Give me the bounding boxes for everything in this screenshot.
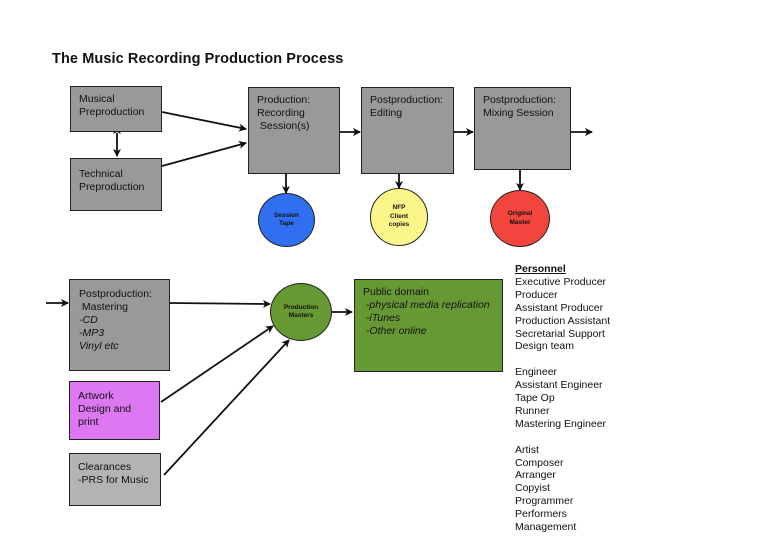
node-label: Master xyxy=(509,218,531,226)
box-label: Editing xyxy=(370,107,403,119)
personnel-item: Runner xyxy=(515,404,550,417)
box-label: Recording xyxy=(257,107,305,119)
node-label: Client xyxy=(389,212,409,220)
personnel-heading: Personnel xyxy=(515,263,566,275)
box-label: Preproduction xyxy=(79,106,145,118)
box-label: Preproduction xyxy=(79,181,145,193)
diagram-title: The Music Recording Production Process xyxy=(52,51,344,67)
arrow-artwork-to-production-masters xyxy=(160,325,274,403)
node-label: Tape xyxy=(279,220,294,227)
box-label: Mixing Session xyxy=(483,107,554,119)
mixing-session-box: Postproduction: Mixing Session xyxy=(474,87,571,170)
box-label-item: -Other online xyxy=(363,325,427,337)
box-label: Artwork xyxy=(78,390,114,402)
box-label: Mastering xyxy=(79,301,129,313)
personnel-item: Assistant Producer xyxy=(515,301,604,314)
personnel-item: Composer xyxy=(515,456,564,469)
personnel-item: Management xyxy=(515,521,577,534)
group-spacer xyxy=(515,353,610,366)
personnel-item: Arranger xyxy=(515,469,556,482)
box-label-item: -CD xyxy=(79,314,98,326)
personnel-item: Secretarial Support xyxy=(515,327,605,340)
personnel-item: Engineer xyxy=(515,366,558,379)
box-label: Clearances xyxy=(78,461,132,473)
editing-box: Postproduction: Editing xyxy=(361,87,454,174)
personnel-item: Artist xyxy=(515,443,539,456)
box-label: Postproduction: xyxy=(79,288,152,300)
artwork-box: Artwork Design and print xyxy=(69,381,160,440)
session-tape-node: Session Tape xyxy=(258,193,315,247)
node-label: copies xyxy=(388,221,410,229)
box-label: Session(s) xyxy=(257,120,310,132)
node-label: Production xyxy=(283,303,319,311)
technical-preproduction-box: Technical Preproduction xyxy=(70,158,162,211)
recording-session-box: Production: Recording Session(s) xyxy=(248,87,340,174)
personnel-item: Assistant Engineer xyxy=(515,379,603,392)
original-master-node: Original Master xyxy=(490,190,550,247)
box-label-item: -physical media replication xyxy=(363,299,490,311)
nfp-client-copies-node: NFP Client copies xyxy=(370,188,428,246)
personnel-item: Performers xyxy=(515,508,567,521)
personnel-item: Producer xyxy=(515,288,558,301)
musical-preproduction-box: Musical Preproduction xyxy=(70,86,162,132)
arrow-mastering-to-production-masters xyxy=(169,299,271,308)
box-label: Technical xyxy=(79,168,123,180)
personnel-item: Design team xyxy=(515,340,574,353)
box-label: -PRS for Music xyxy=(78,474,149,486)
box-label: Postproduction: xyxy=(370,94,443,106)
arrow-clearances-to-production-masters xyxy=(163,339,290,476)
personnel-item: Executive Producer xyxy=(515,275,607,288)
box-label-item: Vinyl etc xyxy=(79,340,119,352)
personnel-item: Copyist xyxy=(515,482,551,495)
group-spacer xyxy=(515,431,610,444)
box-label: Public domain xyxy=(363,286,429,298)
personnel-item: Tape Op xyxy=(515,392,555,405)
public-domain-box: Public domain -physical media replicatio… xyxy=(354,279,503,372)
node-label: NFP xyxy=(392,204,406,212)
personnel-item: Programmer xyxy=(515,495,574,508)
production-masters-node: Production Masters xyxy=(270,283,332,341)
personnel-list: Personnel Executive Producer Producer As… xyxy=(515,263,610,534)
box-label: print xyxy=(78,416,99,428)
box-label: Design and xyxy=(78,403,132,415)
arrow-technical-to-recording xyxy=(161,140,247,167)
mastering-box: Postproduction: Mastering -CD -MP3 Vinyl… xyxy=(69,279,170,371)
box-label-item: -MP3 xyxy=(79,327,105,339)
personnel-item: Mastering Engineer xyxy=(515,417,607,430)
arrow-musical-to-recording xyxy=(161,111,247,132)
node-label: Original xyxy=(507,210,533,217)
node-label: Session xyxy=(274,211,299,219)
box-label: Production: xyxy=(257,94,311,106)
personnel-item: Production Assistant xyxy=(515,314,611,327)
clearances-box: Clearances -PRS for Music xyxy=(69,453,161,506)
box-label: Postproduction: xyxy=(483,94,556,106)
box-label: Musical xyxy=(79,93,115,105)
node-label: Masters xyxy=(288,312,314,319)
box-label-item: -iTunes xyxy=(363,312,401,324)
